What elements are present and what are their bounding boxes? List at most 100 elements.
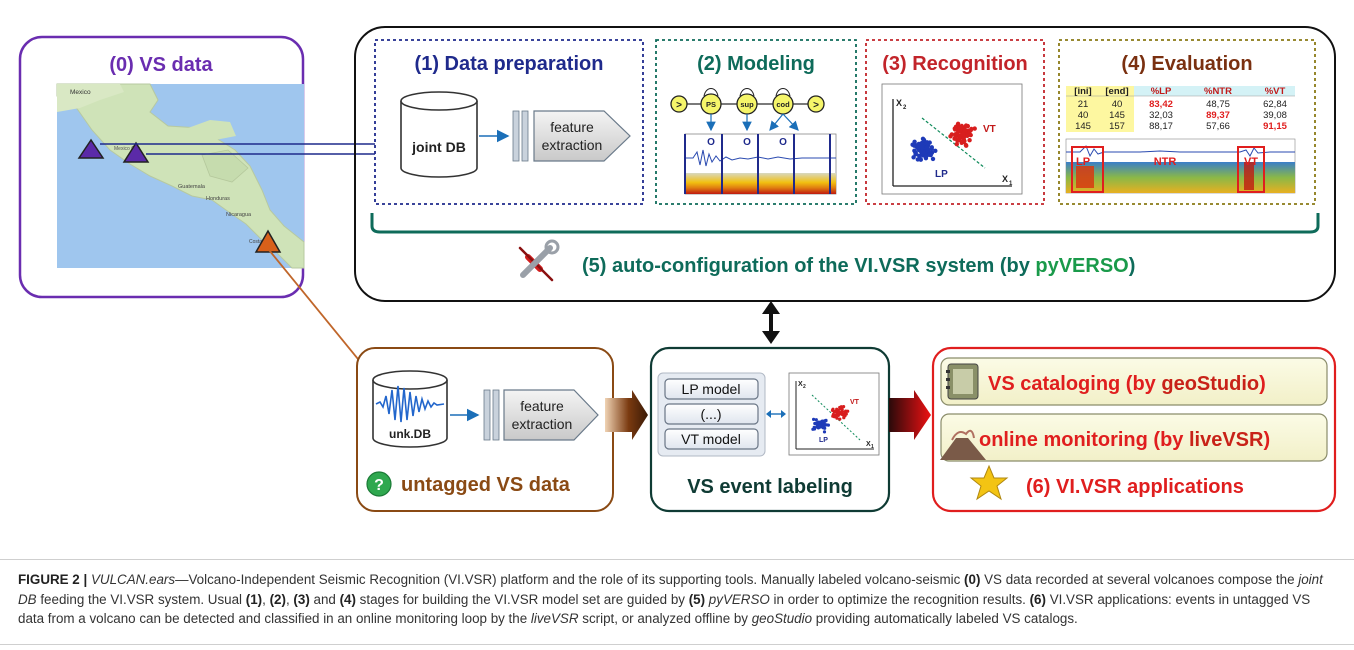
vt-point [972, 126, 977, 131]
small-axis-x1-sub: 1 [871, 444, 874, 450]
lp-point [918, 157, 923, 162]
obs-1: O [707, 137, 715, 148]
axis-x2-label: X [896, 98, 902, 108]
notebook-icon [946, 363, 979, 400]
small-axis-x2: X [798, 381, 803, 388]
vt-point [963, 142, 969, 148]
axis-x1-label: X [1002, 174, 1008, 184]
table-cell-0-3: 48,75 [1206, 99, 1230, 110]
stage2-title: (2) Modeling [697, 53, 815, 75]
feature-extraction-label-1: feature [550, 119, 594, 135]
stages-bracket [370, 213, 1320, 234]
hmm-state-3: cod [776, 100, 790, 109]
table-cell-2-1: 157 [1109, 121, 1125, 132]
lp-point [826, 423, 831, 427]
model-vt [664, 428, 759, 450]
table-header-0: [ini] [1074, 86, 1091, 97]
table-cell-1-2: 32,03 [1149, 110, 1173, 121]
stage2-modeling: (2) Modeling > PS sup cod > [655, 39, 857, 205]
map-label-honduras: Honduras [206, 196, 230, 202]
untagged-panel: unk.DB feature extraction ? untagged VS … [356, 347, 614, 512]
table-cell-1-1: 145 [1109, 110, 1125, 121]
lp-point [818, 424, 822, 428]
lp-point [929, 145, 934, 150]
vt-point [954, 142, 959, 147]
eval-label-ntr: NTR [1154, 156, 1177, 168]
labeling-panel: LP model (...) VT model X 2 X 1 VT LP VS… [649, 346, 891, 513]
central-america-map: Mexico Mexico City Guatemala Honduras Ni… [56, 83, 305, 269]
lp-point [814, 418, 818, 422]
svg-text:?: ? [374, 477, 384, 494]
vs-data-panel: (0) VS data Mexico Mexico City Guatemala… [18, 35, 305, 299]
label-lp: LP [935, 169, 948, 180]
svg-text:>: > [813, 100, 819, 111]
table-cell-1-0: 40 [1078, 110, 1089, 121]
lp-point [923, 153, 929, 158]
volcano-marker-1 [77, 138, 105, 159]
double-arrow-vertical [762, 301, 780, 344]
volcano-marker-3 [254, 229, 282, 253]
applications-panel: VS cataloging (by geoStudio) online moni… [931, 346, 1337, 513]
svg-text:>: > [676, 100, 682, 111]
lp-point [915, 143, 920, 149]
vt-point [955, 121, 961, 127]
labeling-scatter [811, 405, 850, 434]
lp-point [822, 430, 827, 434]
table-cell-2-4: 91,15 [1263, 121, 1287, 132]
obs-3: O [779, 137, 787, 148]
vt-point [959, 125, 964, 130]
lp-point [912, 148, 917, 153]
vt-point [953, 135, 958, 141]
unk-db-label: unk.DB [389, 427, 431, 441]
modeling-spectrogram: O O O [684, 133, 837, 195]
app-cataloging [940, 357, 1328, 406]
app1-label: VS cataloging (by geoStudio) [988, 373, 1266, 395]
hmm-chain: > PS sup cod > [670, 88, 825, 132]
joint-db-label: joint DB [411, 139, 466, 155]
vt-point [840, 410, 844, 414]
table-header-2: %LP [1151, 86, 1172, 97]
vt-point [969, 126, 974, 132]
vt-point [961, 137, 966, 142]
stage1-data-preparation: (1) Data preparation joint DB feature ex… [374, 39, 644, 205]
eval-label-lp: LP [1076, 156, 1090, 168]
feature-extraction-label-2: extraction [542, 137, 603, 153]
star-icon [969, 464, 1009, 501]
small-axis-x2-sub: 2 [803, 384, 806, 390]
vt-point [959, 140, 964, 145]
training-block [354, 26, 1336, 302]
table-cell-2-3: 57,66 [1206, 121, 1230, 132]
app2-label: online monitoring (by liveVSR) [979, 429, 1270, 451]
axis-x2-sub: 2 [903, 105, 907, 111]
vt-point [949, 132, 954, 137]
map-label-mexico-city: Mexico City [114, 146, 140, 152]
vt-point [840, 407, 844, 411]
stage3-recognition: (3) Recognition X 2 X 1 VT LP [865, 39, 1045, 205]
vt-point [953, 132, 958, 137]
vs-data-title: (0) VS data [109, 54, 213, 76]
vt-point [842, 405, 846, 409]
lp-point [823, 419, 827, 423]
map-label-nicaragua: Nicaragua [226, 212, 252, 218]
feature-extraction-arrow [533, 110, 631, 162]
lp-point [926, 147, 931, 153]
table-header-1: [end] [1105, 86, 1128, 97]
table-cell-0-0: 21 [1078, 99, 1089, 110]
caption-top-rule [0, 559, 1354, 560]
lp-point [933, 148, 938, 153]
table-cell-0-4: 62,84 [1263, 99, 1287, 110]
stage5-title: (5) auto-configuration of the VI.VSR sys… [582, 255, 1135, 277]
vt-point [967, 138, 972, 143]
table-cell-2-2: 88,17 [1149, 121, 1173, 132]
vt-point [831, 414, 835, 418]
arrow-untagged-to-labeling [605, 390, 648, 440]
vt-point [836, 411, 840, 416]
eval-label-vt: VT [1244, 156, 1258, 168]
joint-db-cylinder: joint DB [400, 91, 478, 178]
vt-point [844, 409, 848, 413]
applications-title: (6) VI.VSR applications [1026, 476, 1244, 498]
map-label-guatemala: Guatemala [178, 184, 206, 190]
model-etc-label: (...) [701, 406, 722, 422]
lp-point [930, 156, 936, 162]
